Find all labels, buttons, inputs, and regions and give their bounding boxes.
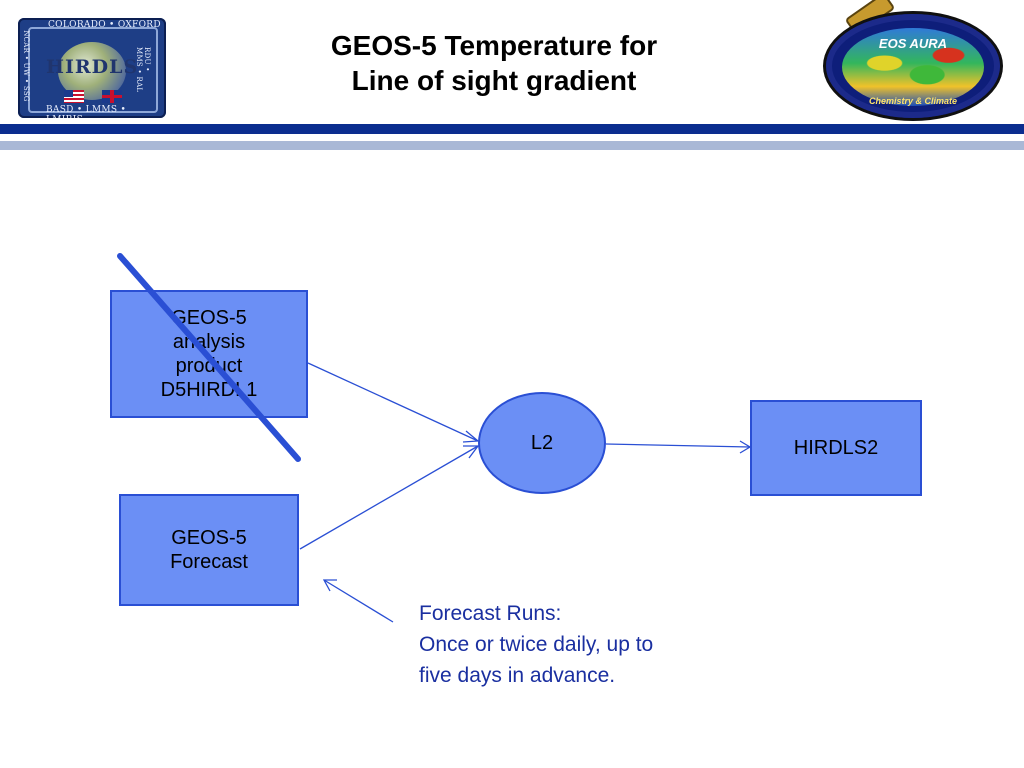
arrowhead-analysis-to-l2 [462,430,480,443]
arrow-analysis-to-l2 [307,362,479,442]
hirdls-logo-word: HIRDLS [46,56,139,78]
node-hirdls2: HIRDLS2 [750,400,922,496]
arrow-note-to-forecast [323,579,394,623]
hirdls-logo-top-text: COLORADO • OXFORD [48,20,161,30]
header-rule-dark [0,124,1024,134]
slide-title-line-1: GEOS-5 Temperature for [330,30,658,61]
eos-aura-logo: EOS AURA Chemistry & Climate [826,14,1000,118]
us-flag-icon [64,90,84,103]
forecast-runs-note: Forecast Runs: Once or twice daily, up t… [419,598,739,691]
node-l2-label: L2 [530,432,554,454]
note-line-2: Once or twice daily, up to [419,633,654,656]
strike-through-line [117,253,301,462]
arrow-forecast-to-l2 [299,445,479,550]
earth-map-icon [842,28,984,106]
node-hirdls2-label: HIRDLS2 [793,437,879,459]
node-l2 [478,392,606,494]
header-rule-light [0,141,1024,150]
hirdls-logo-ring [28,27,158,113]
note-line-1: Forecast Runs: [419,602,562,625]
hirdls-logo: COLORADO • OXFORD BASD • LMMS • LMIRIS N… [18,18,166,118]
hirdls-logo-bottom-text: BASD • LMMS • LMIRIS [46,105,127,118]
arrowhead-l2-to-hirdls2 [739,440,752,454]
uk-flag-icon [102,90,122,103]
slide-title-line-2: Line of sight gradient [351,65,637,96]
slide-title: GEOS-5 Temperature for Line of sight gra… [240,28,748,98]
eos-aura-subtitle: Chemistry & Climate [868,96,958,106]
arrowhead-note-to-forecast [322,579,337,592]
note-line-3: five days in advance. [419,664,616,687]
arrowhead-forecast-to-l2 [463,445,480,459]
node-geos5-forecast-label: GEOS-5 Forecast [170,527,248,573]
node-geos5-forecast: GEOS-5 Forecast [119,494,299,606]
eos-aura-title: EOS AURA [878,36,948,51]
arrow-l2-to-hirdls2 [605,443,751,448]
